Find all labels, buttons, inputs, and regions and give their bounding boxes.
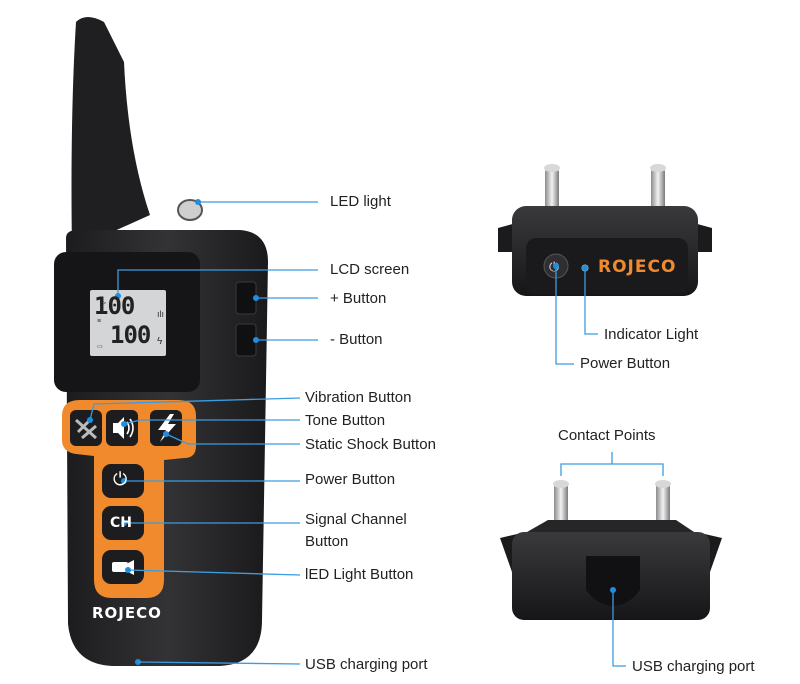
lcd-display: [90, 290, 166, 356]
power-button-glyph: ⏻: [113, 469, 128, 489]
collar-brand-logo: ROJECO: [598, 257, 677, 277]
label-collar-usb-charging-port: USB charging port: [632, 658, 755, 675]
channel-button-label: CH: [110, 515, 132, 531]
label-led-light-button: lED Light Button: [305, 566, 414, 583]
contact-probe: [651, 168, 665, 212]
label-tone-button: Tone Button: [305, 412, 386, 429]
lcd-row-2: 100: [110, 321, 151, 349]
remote-brand-logo: ROJECO: [92, 604, 162, 622]
label-signal-channel-line1: Signal Channel: [305, 511, 407, 528]
lcd-mode-icons: ≡: [97, 318, 101, 325]
leader-dots: [87, 199, 616, 593]
lightning-icon: [158, 414, 176, 442]
lcd-battery-icon: ▭: [97, 344, 103, 350]
speaker-icon: [113, 417, 124, 439]
label-static-shock-button: Static Shock Button: [305, 436, 436, 453]
lcd-row-1: 100: [94, 292, 135, 320]
remote-transmitter: ▷ ≡ ▭ ılı ϟ: [54, 17, 268, 666]
label-lcd-screen: LCD screen: [330, 261, 410, 278]
contact-probe: [545, 168, 559, 212]
label-contact-points: Contact Points: [558, 427, 656, 444]
usb-port-cover: [586, 556, 640, 606]
label-collar-power-button: Power Button: [580, 355, 671, 372]
collar-receiver-back: [500, 480, 722, 620]
flashlight-icon: [112, 562, 128, 572]
label-minus-button: - Button: [330, 331, 383, 348]
label-usb-charging-port: USB charging port: [305, 656, 428, 673]
contact-probe: [554, 482, 568, 526]
collar-receiver-front: ⏻: [498, 164, 712, 296]
label-plus-button: + Button: [330, 290, 387, 307]
label-led-light: LED light: [330, 193, 391, 210]
remote-antenna: [71, 17, 150, 250]
led-bulb: [177, 199, 203, 221]
label-vibration-button: Vibration Button: [305, 389, 412, 406]
label-indicator-light: Indicator Light: [604, 326, 699, 343]
contact-probe: [656, 482, 670, 526]
collar-face: [526, 238, 688, 294]
lcd-signal-icon: ılı: [157, 309, 164, 319]
leader-lines: [89, 201, 664, 667]
orange-button-panel: [62, 400, 196, 598]
lcd-shock-icon: ϟ: [157, 336, 163, 347]
label-signal-channel-line2: Button: [305, 533, 349, 550]
lcd-vibrate-icon: ▷: [100, 298, 107, 307]
label-power-button: Power Button: [305, 471, 396, 488]
